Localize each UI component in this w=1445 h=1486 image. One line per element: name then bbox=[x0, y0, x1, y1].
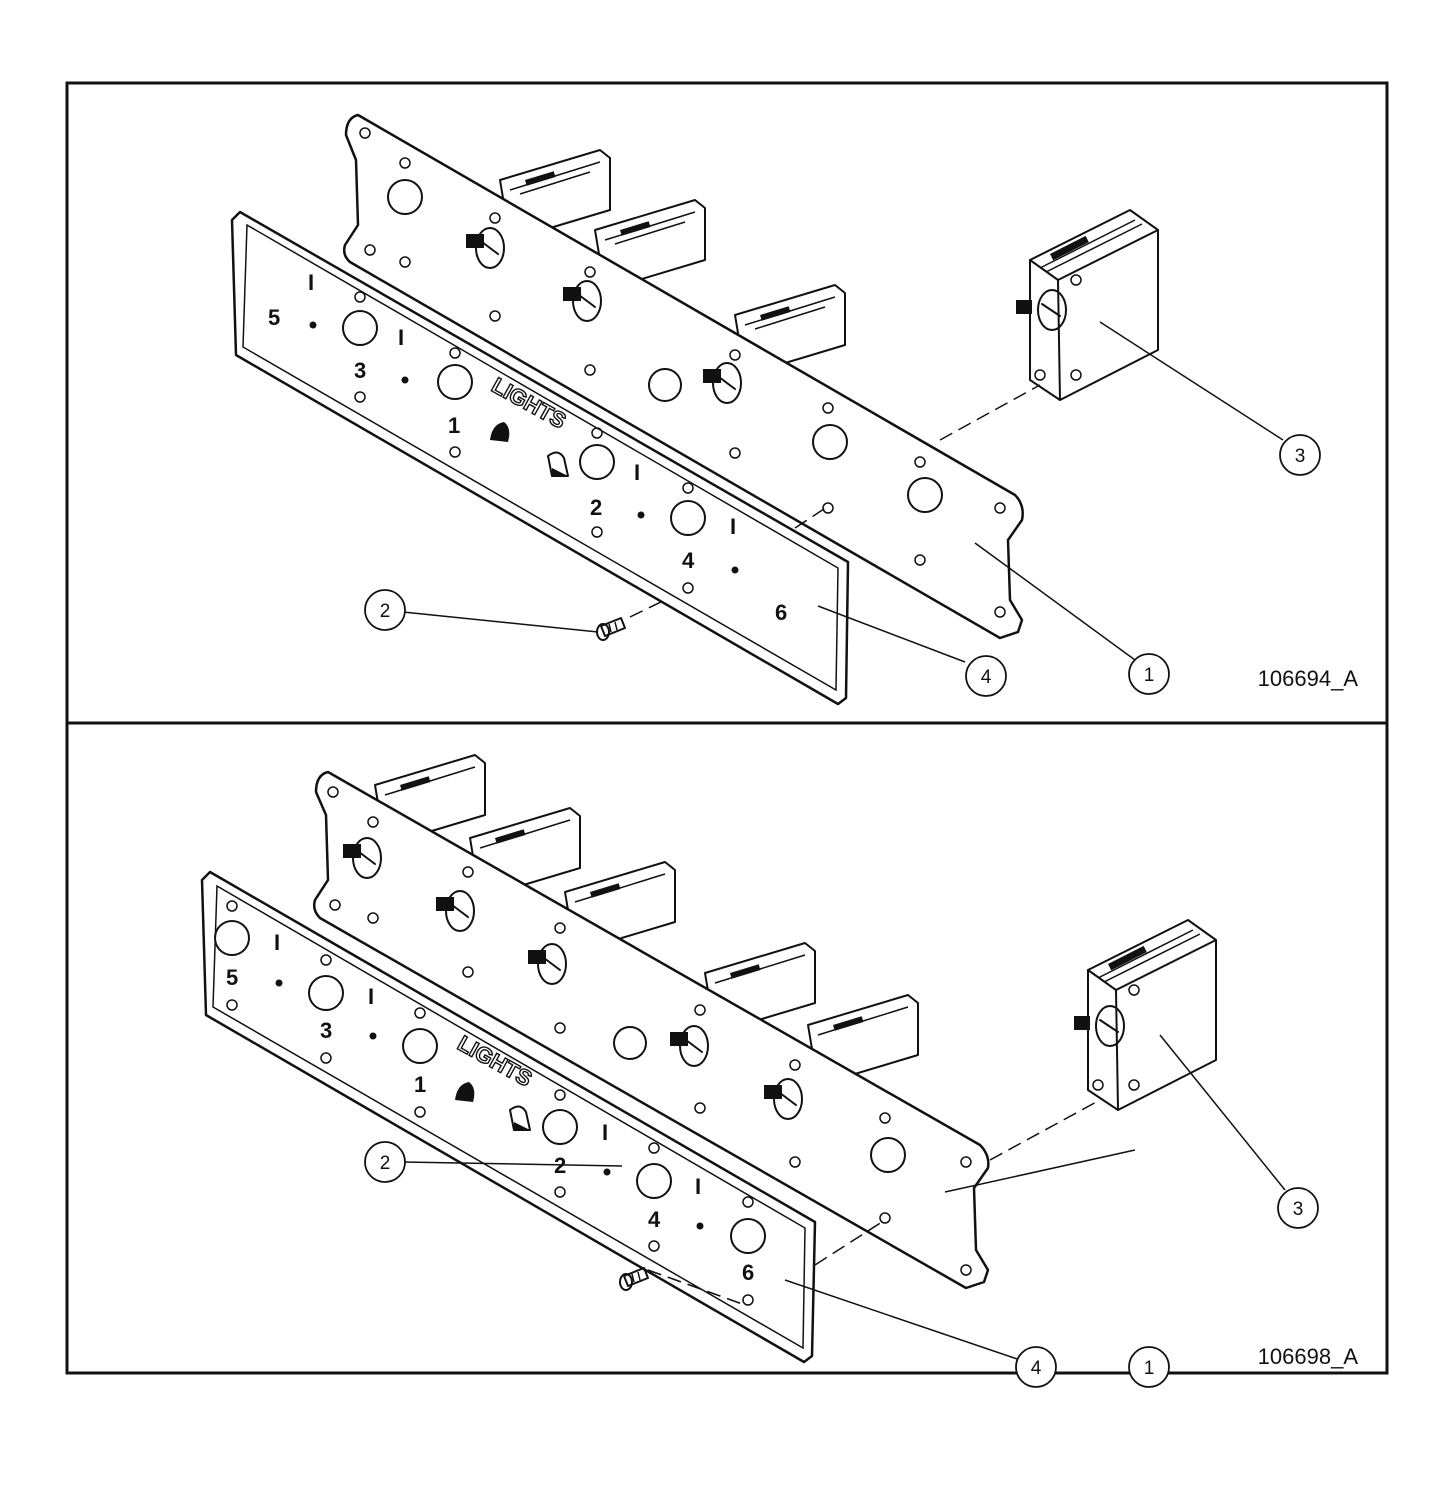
circuit-breaker bbox=[1016, 209, 1159, 401]
callout-3: 3 bbox=[1277, 1187, 1319, 1229]
assembly-line bbox=[794, 504, 831, 529]
callout-4: 4 bbox=[965, 655, 1007, 697]
label-plate bbox=[230, 210, 850, 706]
on-mark: I bbox=[398, 325, 404, 350]
svg-text:2: 2 bbox=[380, 601, 391, 622]
svg-text:4: 4 bbox=[1031, 1358, 1042, 1379]
assembly-line bbox=[629, 599, 666, 618]
circuit-number: 6 bbox=[775, 600, 787, 625]
callout-3: 3 bbox=[1279, 434, 1321, 476]
svg-text:1: 1 bbox=[1144, 1358, 1155, 1379]
leader-line bbox=[817, 605, 966, 663]
svg-text:1: 1 bbox=[1144, 665, 1155, 686]
circuit-number: 3 bbox=[320, 1018, 332, 1043]
assembly-line bbox=[939, 384, 1041, 441]
lamp-icon bbox=[490, 422, 510, 442]
screw bbox=[619, 1267, 649, 1291]
view-bottom: 5 3 1 2 4 6 I I I I LIGHTS bbox=[200, 754, 1359, 1388]
svg-text:3: 3 bbox=[1295, 446, 1306, 467]
assembly-line bbox=[989, 1099, 1101, 1161]
on-mark: I bbox=[695, 1174, 701, 1199]
callout-2: 2 bbox=[364, 1141, 406, 1183]
leader-line bbox=[1159, 1034, 1286, 1191]
mounting-plate-holes bbox=[327, 786, 972, 1276]
leader-line bbox=[944, 1149, 1136, 1193]
circuit-number: 6 bbox=[742, 1260, 754, 1285]
callout-2: 2 bbox=[364, 589, 406, 631]
leader-line bbox=[784, 1279, 1021, 1361]
lamp-icon bbox=[547, 451, 569, 477]
mounting-plate bbox=[312, 770, 990, 1290]
leader-line bbox=[402, 1161, 623, 1167]
circuit-number: 1 bbox=[448, 413, 460, 438]
label-plate-holes bbox=[214, 900, 766, 1306]
circuit-number: 2 bbox=[590, 495, 602, 520]
lamp-icon bbox=[455, 1082, 475, 1102]
on-mark: I bbox=[634, 460, 640, 485]
drawing-number: 106694_A bbox=[1258, 666, 1359, 691]
drawing-number: 106698_A bbox=[1258, 1344, 1359, 1369]
circuit-number: 5 bbox=[226, 965, 238, 990]
circuit-number: 4 bbox=[648, 1207, 661, 1232]
on-mark: I bbox=[274, 930, 280, 955]
svg-text:4: 4 bbox=[981, 667, 992, 688]
frame-bottom bbox=[65, 721, 1389, 1375]
breaker-toggle-knobs bbox=[466, 227, 742, 404]
label-plate-holes bbox=[309, 291, 739, 594]
mounting-plate bbox=[342, 113, 1024, 640]
leader-line bbox=[1099, 321, 1284, 441]
lamp-icon bbox=[509, 1105, 531, 1131]
label-plate bbox=[200, 870, 817, 1364]
view-top: 5 3 1 2 4 6 I I I I LIGHTS bbox=[230, 113, 1359, 706]
on-mark: I bbox=[368, 984, 374, 1009]
callout-1: 1 bbox=[1128, 653, 1170, 695]
circuit-breaker bbox=[1074, 919, 1217, 1111]
circuit-number: 4 bbox=[682, 548, 695, 573]
screw bbox=[596, 617, 626, 641]
on-mark: I bbox=[308, 270, 314, 295]
assembly-line bbox=[647, 1269, 746, 1306]
svg-text:3: 3 bbox=[1293, 1199, 1304, 1220]
on-mark: I bbox=[730, 514, 736, 539]
svg-text:2: 2 bbox=[380, 1153, 391, 1174]
on-mark: I bbox=[602, 1120, 608, 1145]
circuit-number: 1 bbox=[414, 1072, 426, 1097]
callout-4: 4 bbox=[1015, 1346, 1057, 1388]
mounting-plate-holes bbox=[359, 127, 1006, 618]
circuit-number: 5 bbox=[268, 305, 280, 330]
assembly-line bbox=[814, 1219, 886, 1266]
leader-line bbox=[974, 542, 1136, 661]
circuit-number: 3 bbox=[354, 358, 366, 383]
leader-line bbox=[402, 611, 599, 633]
breaker-toggle-knobs bbox=[343, 837, 803, 1120]
breaker-rail-bottom bbox=[374, 754, 919, 1086]
callout-1: 1 bbox=[1128, 1346, 1170, 1388]
